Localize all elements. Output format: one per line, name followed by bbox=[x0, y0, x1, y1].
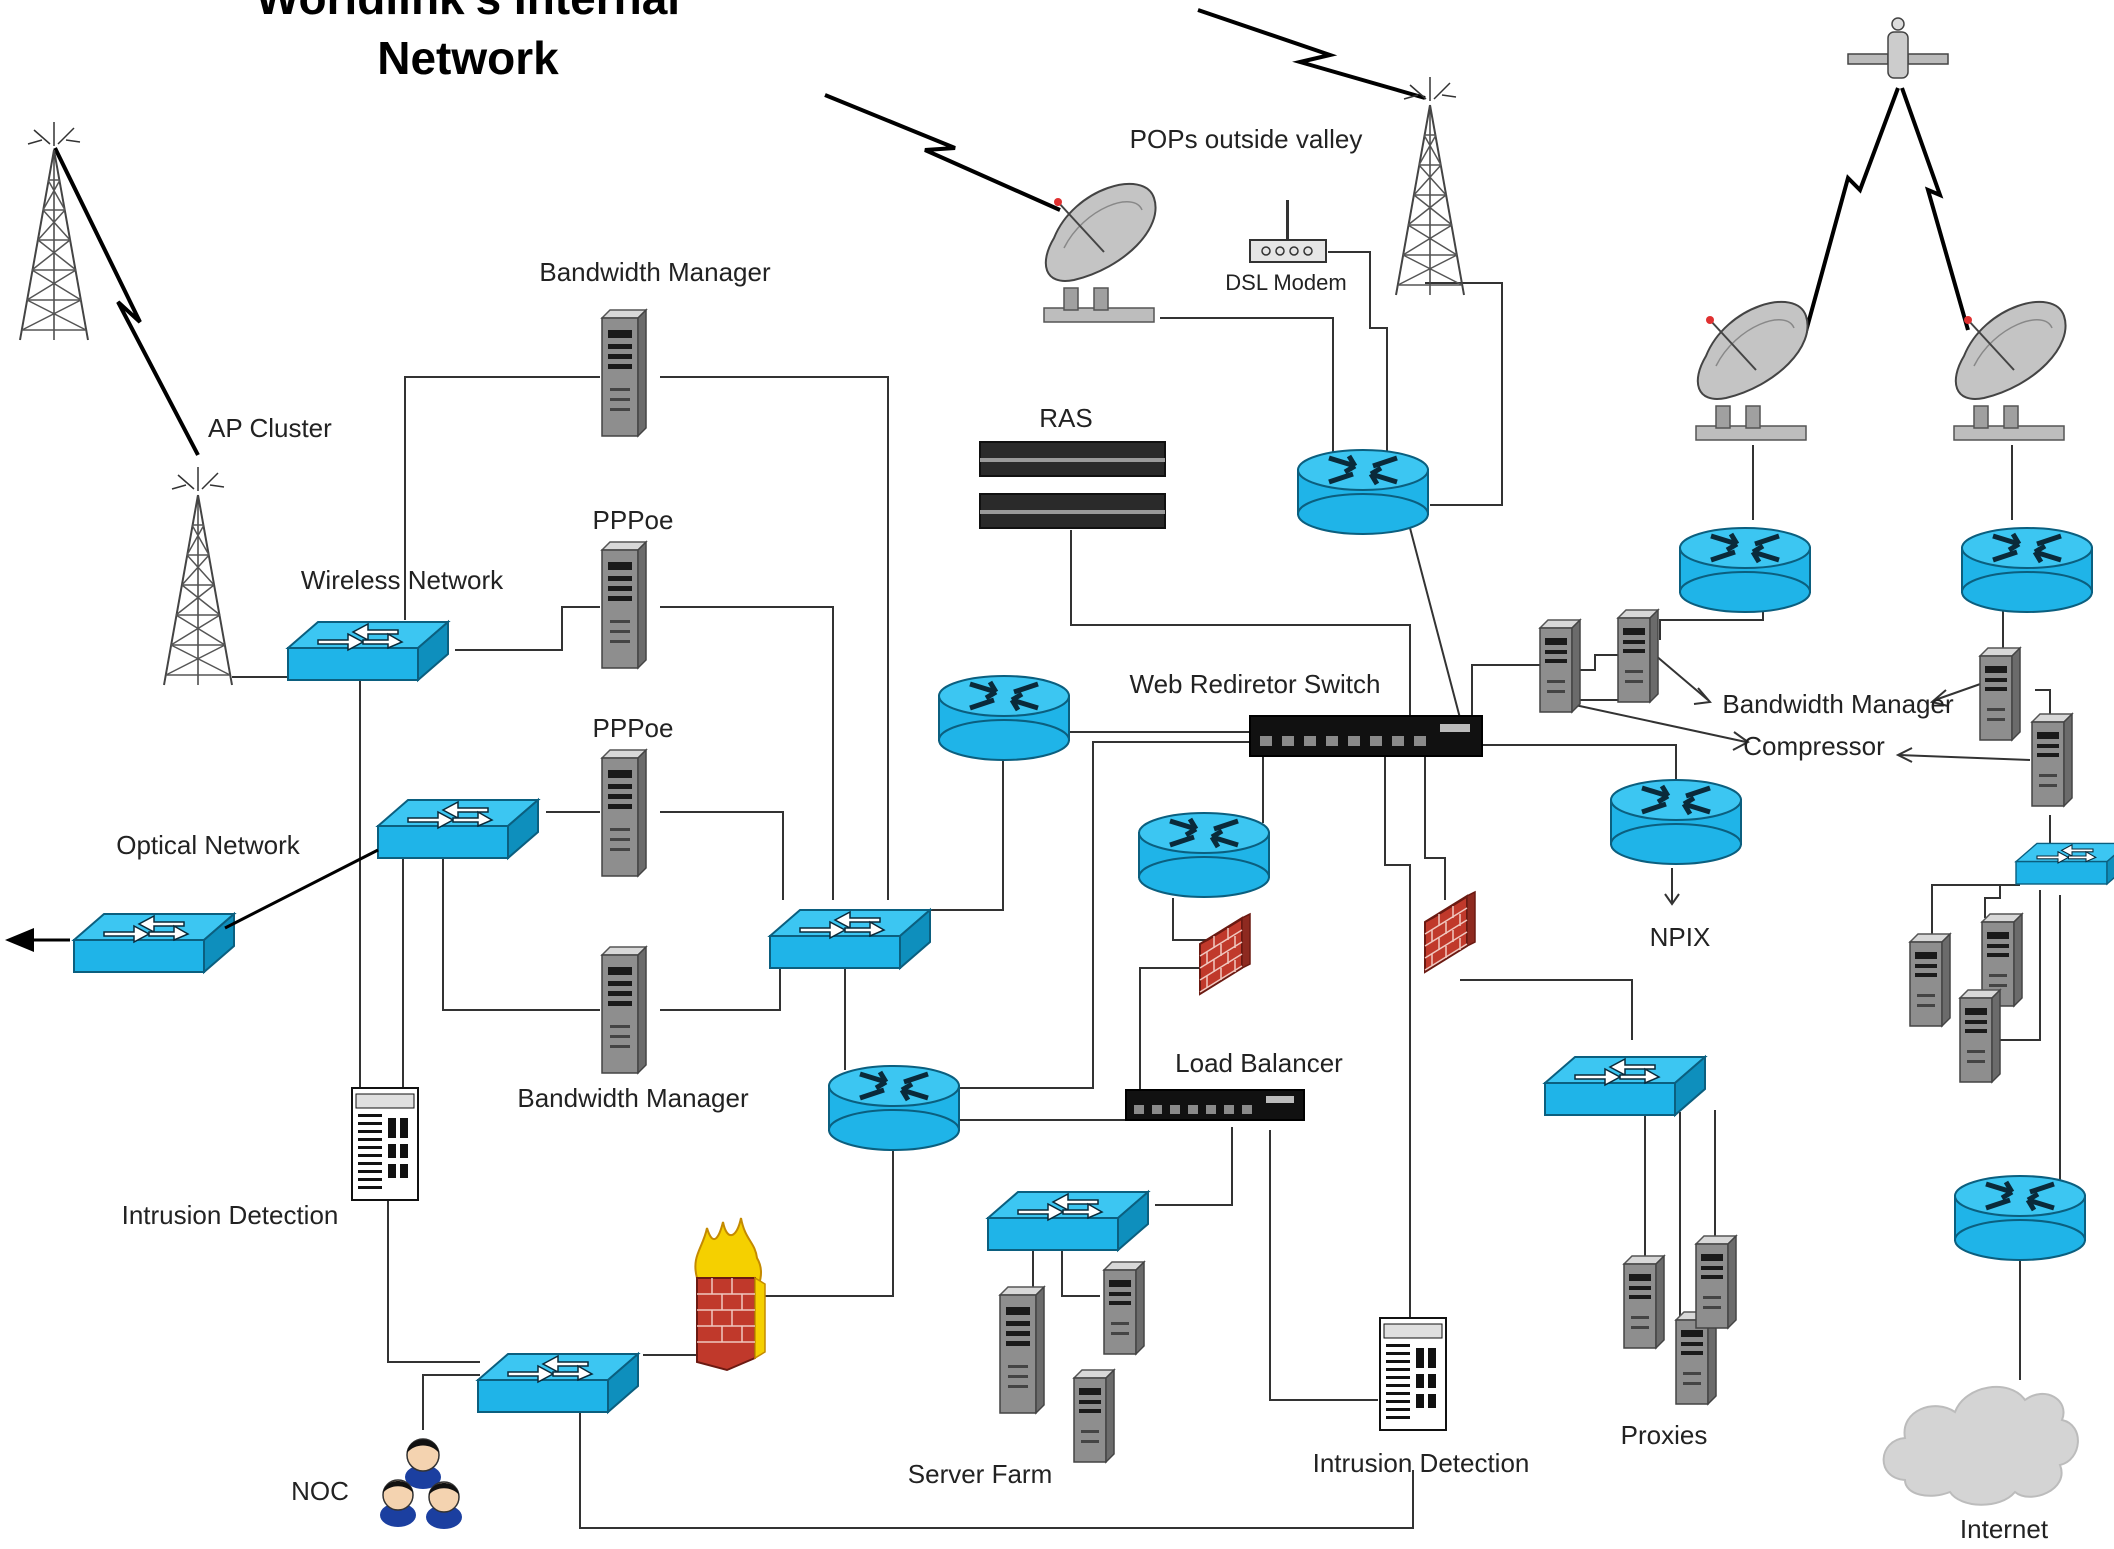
ids-right bbox=[1379, 1317, 1447, 1431]
ras-device bbox=[979, 441, 1166, 529]
label-server-farm: Server Farm bbox=[908, 1459, 1052, 1489]
router-web bbox=[939, 676, 1069, 760]
title-line-2: Network bbox=[377, 32, 559, 84]
ap-tower-top bbox=[19, 121, 89, 341]
server-satellite-1 bbox=[1909, 933, 1951, 1027]
router-satellite-right bbox=[1962, 528, 2092, 612]
optical-uplink-arrow bbox=[5, 848, 379, 952]
server-bandwidth-manager-bottom bbox=[601, 946, 647, 1074]
arrowheads bbox=[1664, 687, 1949, 906]
label-bandwidth-manager-bottom: Bandwidth Manager bbox=[517, 1083, 749, 1113]
label-ras: RAS bbox=[1039, 403, 1092, 433]
server-compressor bbox=[1539, 619, 1581, 713]
label-compressor: Compressor bbox=[1743, 731, 1885, 761]
router-internet bbox=[1955, 1176, 2085, 1260]
pop-dish bbox=[1043, 182, 1157, 323]
satellite-dish-right bbox=[1953, 300, 2067, 441]
label-internet: Internet bbox=[1960, 1514, 2049, 1544]
label-intrusion-detection-left: Intrusion Detection bbox=[122, 1200, 339, 1230]
server-proxy-3 bbox=[1695, 1235, 1737, 1329]
switch-satellite bbox=[2015, 842, 2114, 885]
load-balancer-device bbox=[1125, 1089, 1305, 1121]
label-pppoe-1: PPPoe bbox=[593, 505, 674, 535]
title-line-1: Worldlink's Internal bbox=[256, 0, 680, 24]
label-ap-cluster: AP Cluster bbox=[208, 413, 332, 443]
router-pop bbox=[1298, 450, 1428, 534]
label-intrusion-detection-right: Intrusion Detection bbox=[1313, 1448, 1530, 1478]
internet-cloud-icon bbox=[1882, 1386, 2079, 1506]
labels: AP Cluster Bandwidth Manager PPPoe Wirel… bbox=[116, 124, 2049, 1544]
web-redirector-switch-device bbox=[1249, 715, 1483, 757]
server-pppoe-2 bbox=[601, 749, 647, 877]
label-pppoe-2: PPPoe bbox=[593, 713, 674, 743]
label-npix: NPIX bbox=[1650, 922, 1711, 952]
label-optical-network: Optical Network bbox=[116, 830, 300, 860]
firewall-proxies bbox=[1424, 891, 1476, 973]
label-pops-outside-valley: POPs outside valley bbox=[1130, 124, 1363, 154]
satellite-icon bbox=[1847, 17, 1949, 79]
server-satellite-bm bbox=[1979, 647, 2021, 741]
router-satellite-left bbox=[1680, 528, 1810, 612]
satellite-dish-left bbox=[1695, 300, 1809, 441]
switch-core bbox=[769, 909, 931, 969]
switch-server-farm bbox=[987, 1191, 1149, 1251]
label-bandwidth-manager-right: Bandwidth Manager bbox=[1722, 689, 1954, 719]
label-proxies: Proxies bbox=[1621, 1420, 1708, 1450]
server-farm-1 bbox=[1103, 1261, 1145, 1355]
label-bandwidth-manager-top: Bandwidth Manager bbox=[539, 257, 771, 287]
server-bandwidth-manager-top bbox=[601, 309, 647, 437]
wireless-links bbox=[53, 8, 1970, 456]
noc-operators-icon bbox=[380, 1438, 462, 1529]
label-web-redirector-switch: Web Rediretor Switch bbox=[1130, 669, 1381, 699]
ap-tower-bottom bbox=[163, 466, 233, 686]
connection-lines bbox=[232, 200, 2061, 1529]
switch-optical-remote bbox=[73, 913, 235, 973]
server-satellite-3 bbox=[1959, 989, 2001, 1083]
label-noc: NOC bbox=[291, 1476, 349, 1506]
server-proxy-1 bbox=[1623, 1255, 1665, 1349]
dsl-modem-icon bbox=[1249, 200, 1327, 263]
switch-wireless-network bbox=[287, 621, 449, 681]
server-farm-large bbox=[999, 1286, 1045, 1414]
server-bandwidth-manager-right bbox=[1617, 609, 1659, 703]
switch-optical-network bbox=[377, 799, 539, 859]
server-pppoe-1 bbox=[601, 541, 647, 669]
firewall-noc bbox=[694, 1217, 766, 1372]
label-load-balancer: Load Balancer bbox=[1175, 1048, 1343, 1078]
router-core bbox=[829, 1066, 959, 1150]
server-farm-2 bbox=[1073, 1369, 1115, 1463]
firewall-load-balancer bbox=[1199, 913, 1251, 995]
label-dsl-modem: DSL Modem bbox=[1225, 270, 1346, 295]
pop-tower bbox=[1395, 76, 1465, 296]
ids-left bbox=[351, 1087, 419, 1201]
switch-noc bbox=[477, 1353, 639, 1413]
router-load-balancer bbox=[1139, 813, 1269, 897]
router-npix bbox=[1611, 780, 1741, 864]
label-wireless-network: Wireless Network bbox=[301, 565, 504, 595]
switch-proxies bbox=[1544, 1056, 1706, 1116]
server-satellite-compressor bbox=[2031, 713, 2073, 807]
diagram-title: Worldlink's Internal Network bbox=[256, 0, 680, 84]
